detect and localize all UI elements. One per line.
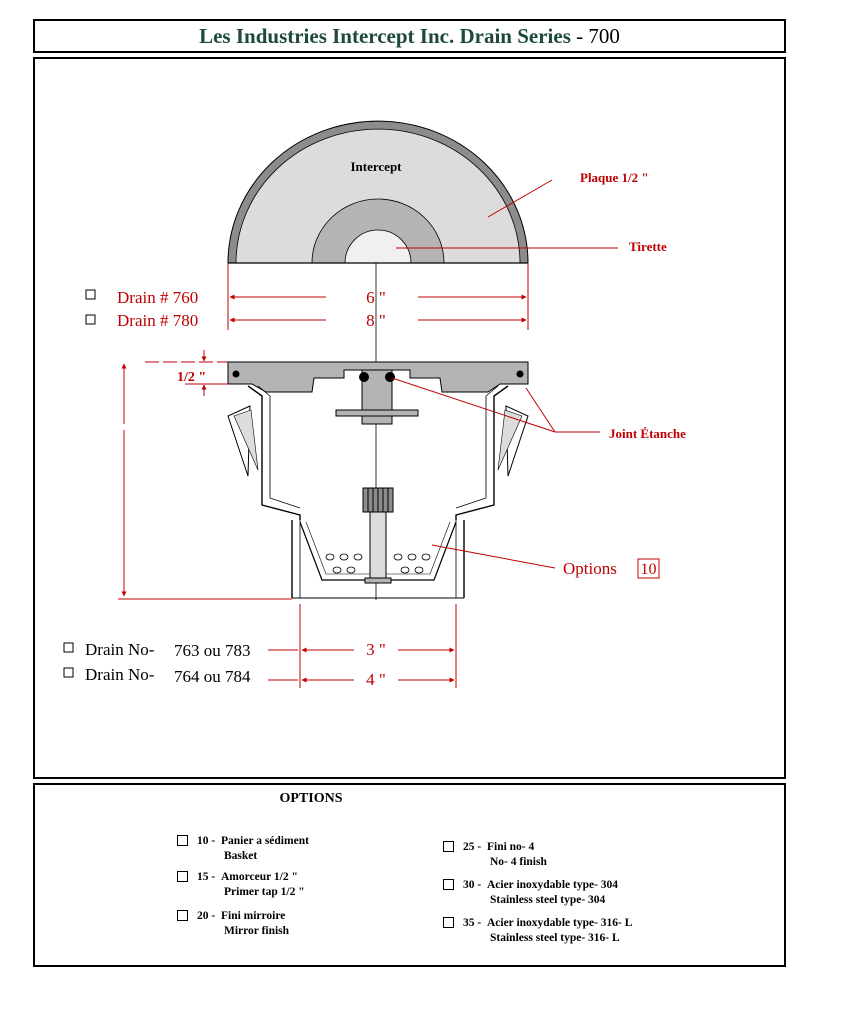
option-10: 10 - Panier a sédiment Basket: [177, 834, 309, 864]
top-plate: [227, 120, 529, 264]
plaque-leader: [487, 179, 553, 218]
option-25-fr: Fini no- 4: [486, 841, 535, 853]
option-15: 15 - Amorceur 1/2 " Primer tap 1/2 ": [177, 870, 305, 900]
top-dimensions: [227, 263, 529, 330]
brand-label: Intercept: [350, 159, 402, 174]
drain-763-checkbox[interactable]: [63, 642, 74, 653]
option-30-code: 30 -: [463, 879, 482, 891]
option-35: 35 - Acier inoxydable type- 316- L Stain…: [443, 916, 632, 946]
option-25-checkbox[interactable]: [443, 840, 454, 852]
option-10-fr: Panier a sédiment: [220, 835, 309, 847]
option-20-en: Mirror finish: [224, 925, 290, 937]
option-25-en: No- 4 finish: [490, 856, 547, 868]
option-20-checkbox[interactable]: [177, 909, 188, 921]
series-number: - 700: [576, 24, 620, 48]
drain-763-numbers: 763 ou 783: [174, 641, 251, 660]
page-title: Les Industries Intercept Inc. Drain Seri…: [35, 24, 784, 49]
option-35-code: 35 -: [463, 917, 482, 929]
option-10-en: Basket: [224, 850, 258, 862]
drain-no-prefix-1: Drain No-: [85, 640, 155, 659]
drain-780-checkbox[interactable]: [85, 314, 96, 325]
joint-label: Joint Étanche: [609, 426, 686, 441]
dimension-3in: 3 ": [366, 640, 386, 659]
option-15-code: 15 -: [197, 871, 216, 883]
option-35-checkbox[interactable]: [443, 916, 454, 928]
tirette-label: Tirette: [629, 239, 667, 254]
drain-no-prefix-2: Drain No-: [85, 665, 155, 684]
option-30-en: Stainless steel type- 304: [490, 894, 606, 906]
option-35-en: Stainless steel type- 316- L: [490, 932, 620, 944]
drain-760-label: Drain # 760: [117, 288, 198, 307]
option-35-fr: Acier inoxydable type- 316- L: [486, 917, 633, 929]
option-10-checkbox[interactable]: [177, 834, 188, 846]
drain-764-checkbox[interactable]: [63, 667, 74, 678]
joint-leader-2: [525, 387, 556, 433]
drain-764-numbers: 764 ou 784: [174, 667, 251, 686]
drain-760-checkbox[interactable]: [85, 289, 96, 300]
options-title: OPTIONS: [279, 791, 343, 806]
joint-leader-1: [391, 377, 556, 433]
option-25-code: 25 -: [463, 841, 482, 853]
option-30-checkbox[interactable]: [443, 878, 454, 890]
dimension-4in: 4 ": [366, 670, 386, 689]
title-text: Les Industries Intercept Inc. Drain Seri…: [199, 24, 571, 48]
thickness-dimension: [118, 350, 292, 600]
option-20: 20 - Fini mirroire Mirror finish: [177, 909, 289, 939]
drain-drawing: Intercept Plaque 1/2 " Tirette 6 " 8 " D…: [63, 120, 686, 689]
option-10-code: 10 -: [197, 835, 216, 847]
option-15-fr: Amorceur 1/2 ": [220, 871, 298, 883]
options-ref: 10: [641, 561, 657, 578]
option-25: 25 - Fini no- 4 No- 4 finish: [443, 840, 547, 870]
drain-body: [227, 361, 529, 599]
option-20-code: 20 -: [197, 910, 216, 922]
thickness-label: 1/2 ": [177, 370, 206, 385]
options-ref-box: [637, 558, 660, 579]
options-leader: [431, 544, 556, 569]
plaque-label: Plaque 1/2 ": [580, 170, 649, 185]
option-30-fr: Acier inoxydable type- 304: [486, 879, 619, 891]
options-label: Options: [563, 559, 617, 578]
title-bar: Les Industries Intercept Inc. Drain Seri…: [33, 19, 786, 53]
option-15-checkbox[interactable]: [177, 870, 188, 882]
option-30: 30 - Acier inoxydable type- 304 Stainles…: [443, 878, 618, 908]
bottom-dimensions: [268, 604, 457, 688]
option-20-fr: Fini mirroire: [220, 910, 286, 922]
option-15-en: Primer tap 1/2 ": [224, 886, 305, 898]
drain-780-label: Drain # 780: [117, 311, 198, 330]
options-panel: OPTIONS 10 - Panier a sédiment Basket 15…: [33, 783, 786, 967]
